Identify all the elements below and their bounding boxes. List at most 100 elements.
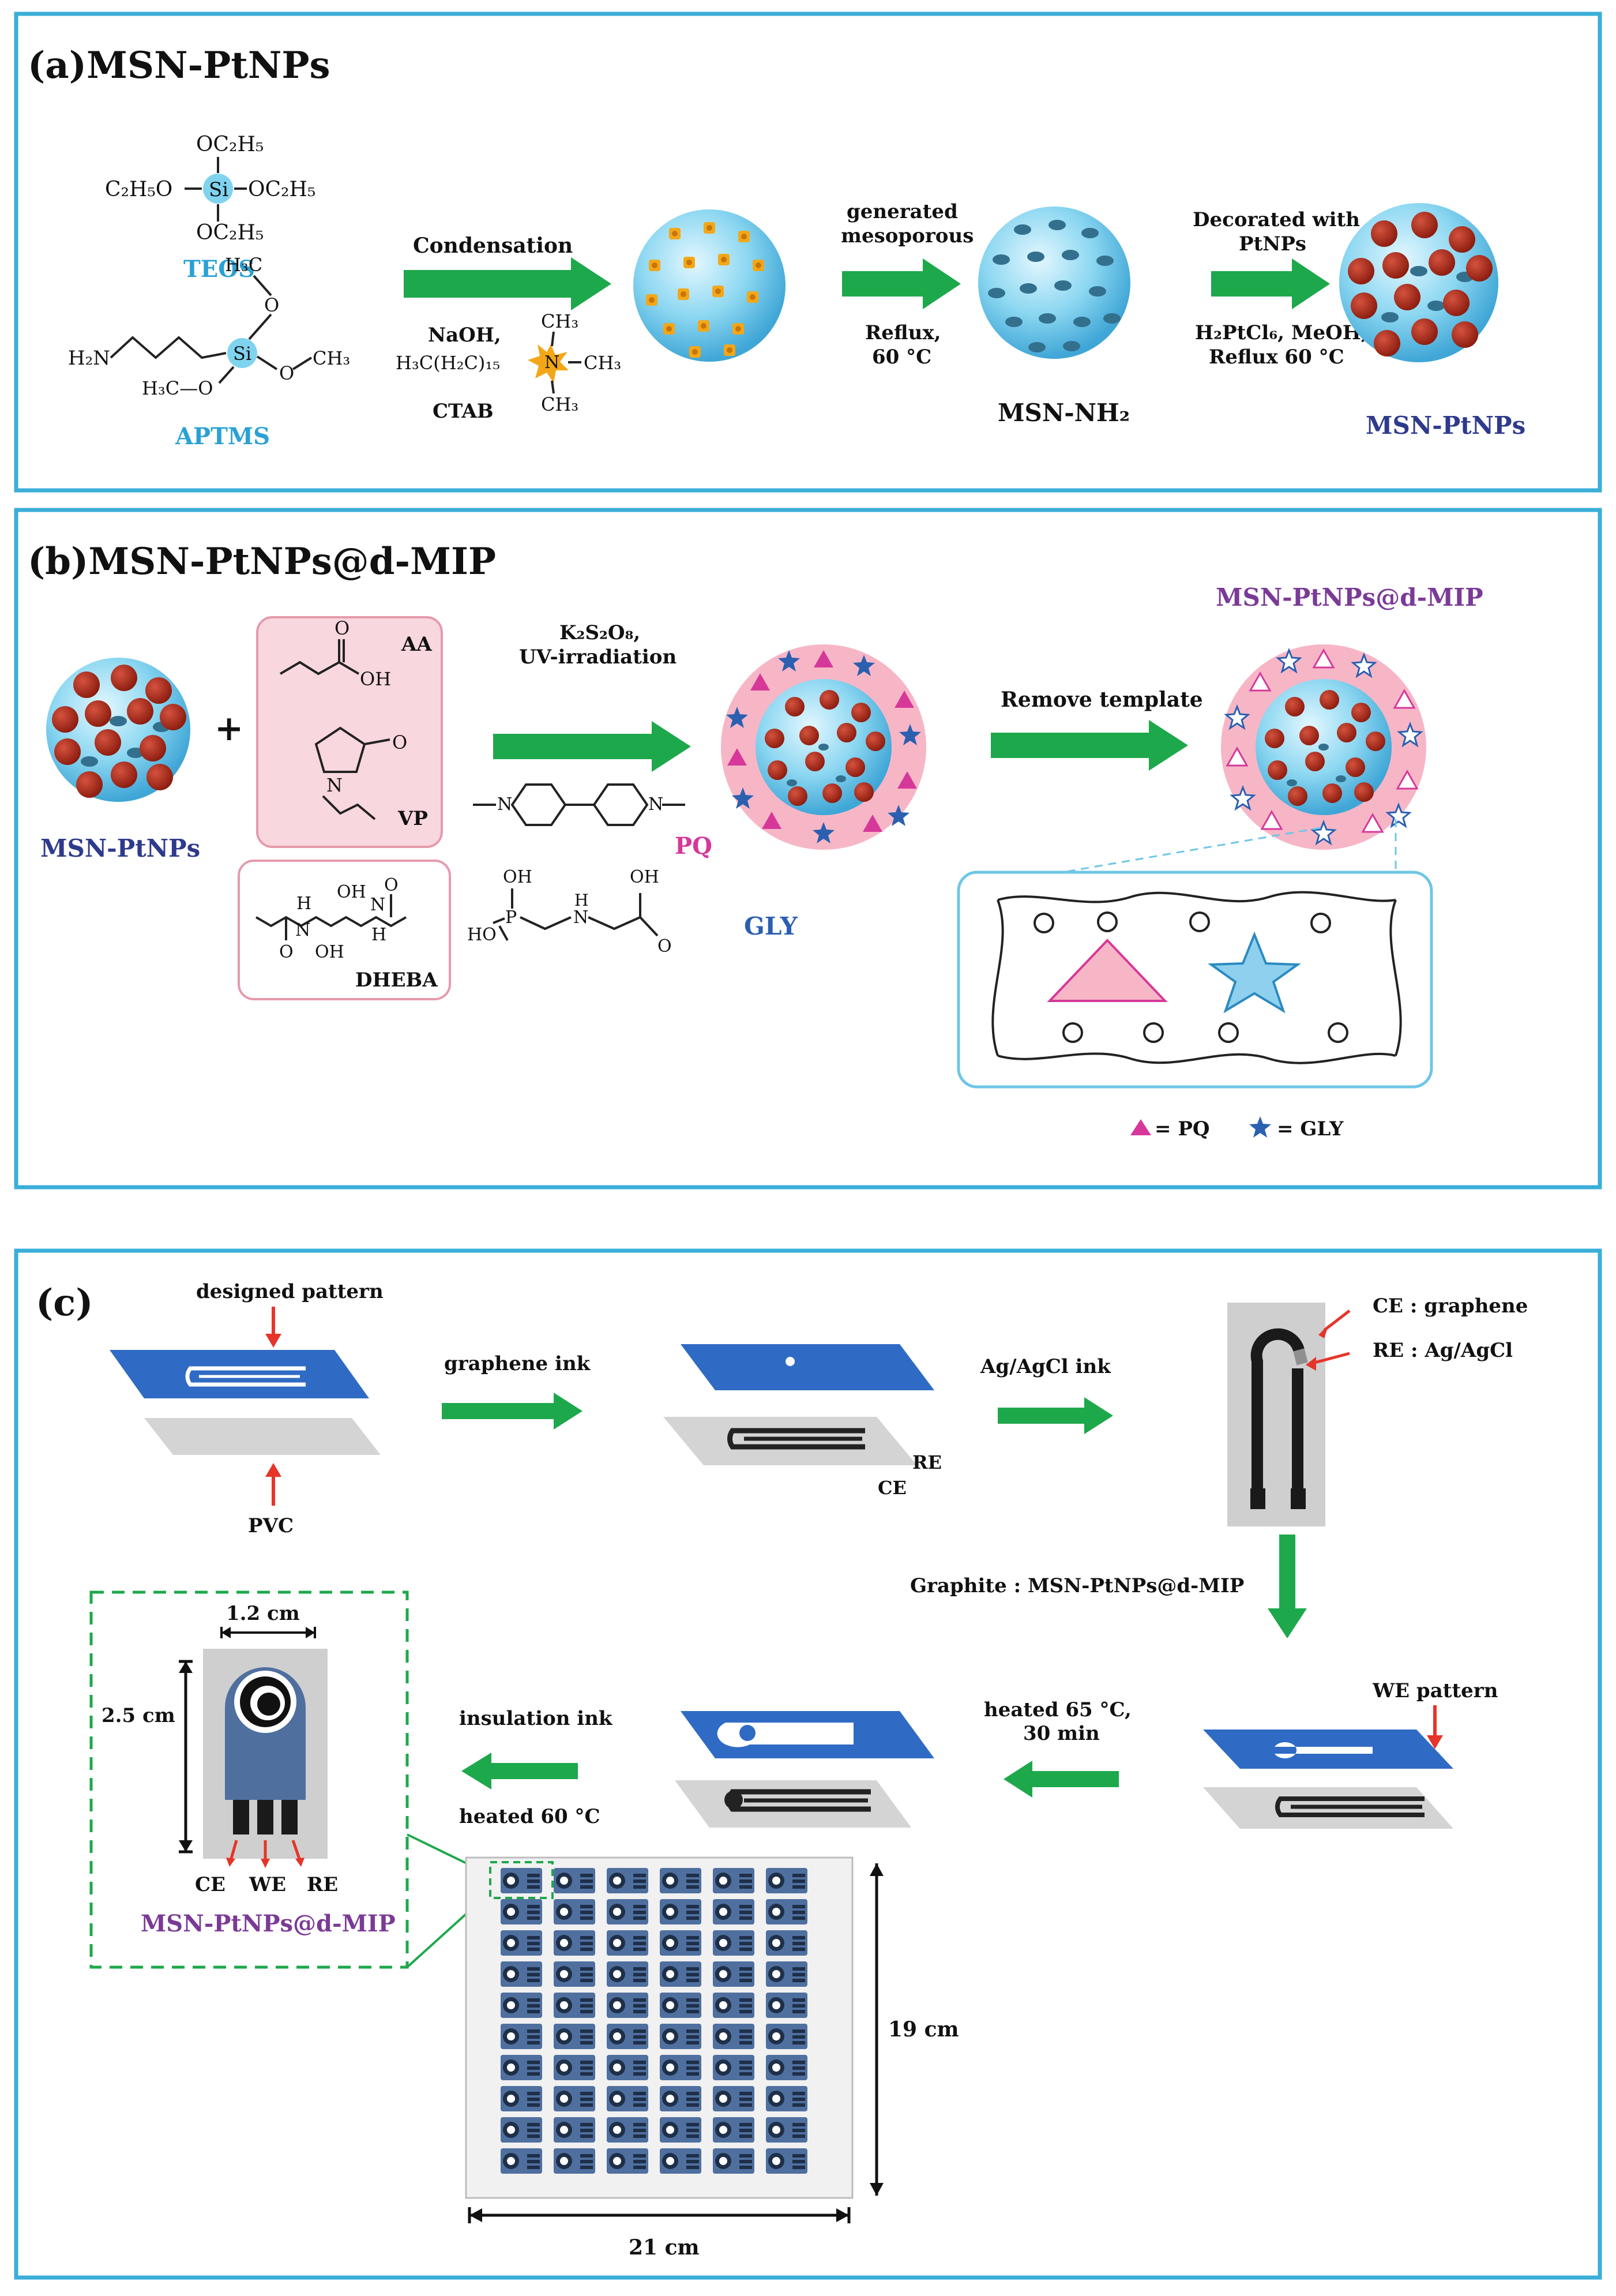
sheet-sensor (607, 2117, 648, 2143)
pq-cavity (1047, 939, 1168, 1002)
heated-60-label: heated 60 °C (459, 1805, 600, 1828)
temp-60-label: 60 °C (872, 346, 931, 369)
sheet-sensor (713, 2086, 754, 2111)
graphene-printed-stack: RE CE (663, 1344, 942, 1499)
decorated-label: Decorated with (1193, 208, 1360, 231)
sheet-sensor (660, 1961, 701, 1987)
panel-a-label: (a)MSN-PtNPs (28, 44, 330, 87)
legend-gly-label: = GLY (1277, 1117, 1344, 1141)
reflux-arrow (842, 258, 961, 309)
uv-label: UV-irradiation (519, 646, 677, 669)
sheet-sensor (554, 1993, 595, 2018)
pq-label: PQ (675, 832, 712, 860)
sheet-sensor (554, 1899, 595, 1924)
teos-oc2h5-top: OC₂H₅ (196, 133, 264, 156)
h2ptcl6-label: H₂PtCl₆, MeOH, (1195, 321, 1368, 344)
sheet-sensor (554, 1868, 595, 1893)
panel-b-frame (14, 508, 1602, 1190)
sheet-sensor (607, 2055, 648, 2080)
sheet-sensor (501, 1899, 542, 1924)
panel-a: (a)MSN-PtNPs Si OC₂H₅ OC₂H₅ OC₂H₅ C₂H₅O … (14, 12, 1602, 493)
sheet-sensor (713, 1899, 754, 1924)
sheet-sensor (660, 2055, 701, 2080)
remove-template-label: Remove template (1001, 688, 1203, 712)
sheet-sensor (713, 2055, 754, 2080)
ctab-n: N (544, 352, 559, 373)
dheba-box: O H N OH OH N H O DHEBA (238, 860, 451, 1000)
msn-nh2-label: MSN-NH₂ (998, 399, 1130, 427)
ctab-n-star (528, 344, 569, 383)
zoom-line-left (1052, 827, 1321, 875)
sheet-sensor (713, 1930, 754, 1956)
sheet-sensor (501, 2024, 542, 2049)
sheet-sensor (554, 2148, 595, 2174)
sheet-sensor (607, 2024, 648, 2049)
gly-n: N (573, 907, 588, 928)
pvc-sheet (144, 1418, 381, 1455)
sheet-sensor (554, 2024, 595, 2049)
ctab-ch3-top: CH₃ (541, 310, 578, 332)
dheba-oh-top: OH (337, 882, 366, 902)
sheet-sensor (501, 1868, 542, 1893)
aptms-o-right: O (279, 362, 294, 384)
insulation-arrow (461, 1753, 578, 1789)
aptms-h3co: H₃C—O (142, 377, 213, 399)
aa-vp-box: O OH AA O N VP (256, 616, 443, 848)
sheet-sensor (607, 2086, 648, 2111)
condensation-arrow (404, 257, 611, 310)
sheet-sensor (713, 1993, 754, 2018)
dheba-h-right: H (371, 925, 386, 945)
mip-product-label: MSN-PtNPs@d-MIP (1216, 583, 1483, 611)
dheba-h-left: H (296, 894, 311, 914)
sheet-sensor (607, 1899, 648, 1924)
sheet-sensor (660, 2024, 701, 2049)
gly-cavity (1208, 931, 1301, 1014)
mip-template-removed (1221, 644, 1426, 850)
ctab-ch3-right: CH₃ (584, 352, 621, 374)
graphene-ink-label: graphene ink (444, 1352, 591, 1375)
sheet-sensor (660, 1930, 701, 1956)
panel-a-frame (14, 12, 1602, 493)
sheet-sensor (501, 2117, 542, 2143)
decoration-arrow (1211, 258, 1330, 309)
gly-o: O (657, 936, 672, 956)
aptms-o-top: O (264, 294, 279, 316)
gly-p: P (505, 907, 517, 928)
mesoporous-label: mesoporous (841, 224, 974, 247)
polymerization-arrow (493, 721, 691, 772)
sensor-sheet: 19 cm 21 cm (465, 1856, 959, 2260)
aa-o: O (335, 617, 349, 639)
we-pattern-stack: WE pattern (1203, 1679, 1498, 1829)
stack1-ce-label: CE (878, 1477, 907, 1499)
sheet-sensor (660, 2086, 701, 2111)
teos-si: Si (209, 178, 228, 201)
sheet-height-label: 19 cm (888, 2017, 959, 2042)
sheet-width-label: 21 cm (629, 2235, 700, 2260)
cavity-zoom-box (957, 871, 1433, 1089)
sheet-sensor (554, 2117, 595, 2143)
sheet-sensor (713, 2148, 754, 2174)
electrode-ce-label: CE (195, 1873, 226, 1896)
gly-label: GLY (744, 912, 798, 940)
msn-ptnps-label: MSN-PtNPs (1366, 411, 1525, 440)
vp-label: VP (397, 807, 428, 830)
legend: = PQ = GLY (1130, 1116, 1344, 1141)
sheet-sensor (766, 1899, 807, 1924)
graphite-mip-label: Graphite : MSN-PtNPs@d-MIP (910, 1574, 1244, 1597)
aa-label: AA (401, 633, 432, 656)
sheet-sensor (766, 2086, 807, 2111)
re-agagcl-label: RE : Ag/AgCl (1373, 1339, 1513, 1362)
pq-structure: N N PQ (473, 783, 712, 860)
dheba-label: DHEBA (355, 969, 438, 992)
heated-65-label: heated 65 °C, (984, 1698, 1132, 1721)
aptms-label: APTMS (175, 423, 270, 450)
gly-oh-acid: OH (630, 867, 659, 887)
ag-agcl-ink-label: Ag/AgCl ink (980, 1355, 1111, 1378)
condensation-step: Condensation NaOH, H₃C(H₂C)₁₅ N CH₃ CH₃ … (396, 234, 621, 423)
gly-structure: OH P HO N H OH O GLY (467, 867, 798, 956)
vp-n: N (326, 774, 343, 796)
sheet-sensor (713, 1961, 754, 1987)
sheet-sensor (766, 1868, 807, 1893)
k2s2o8-label: K₂S₂O₈, (559, 621, 640, 644)
